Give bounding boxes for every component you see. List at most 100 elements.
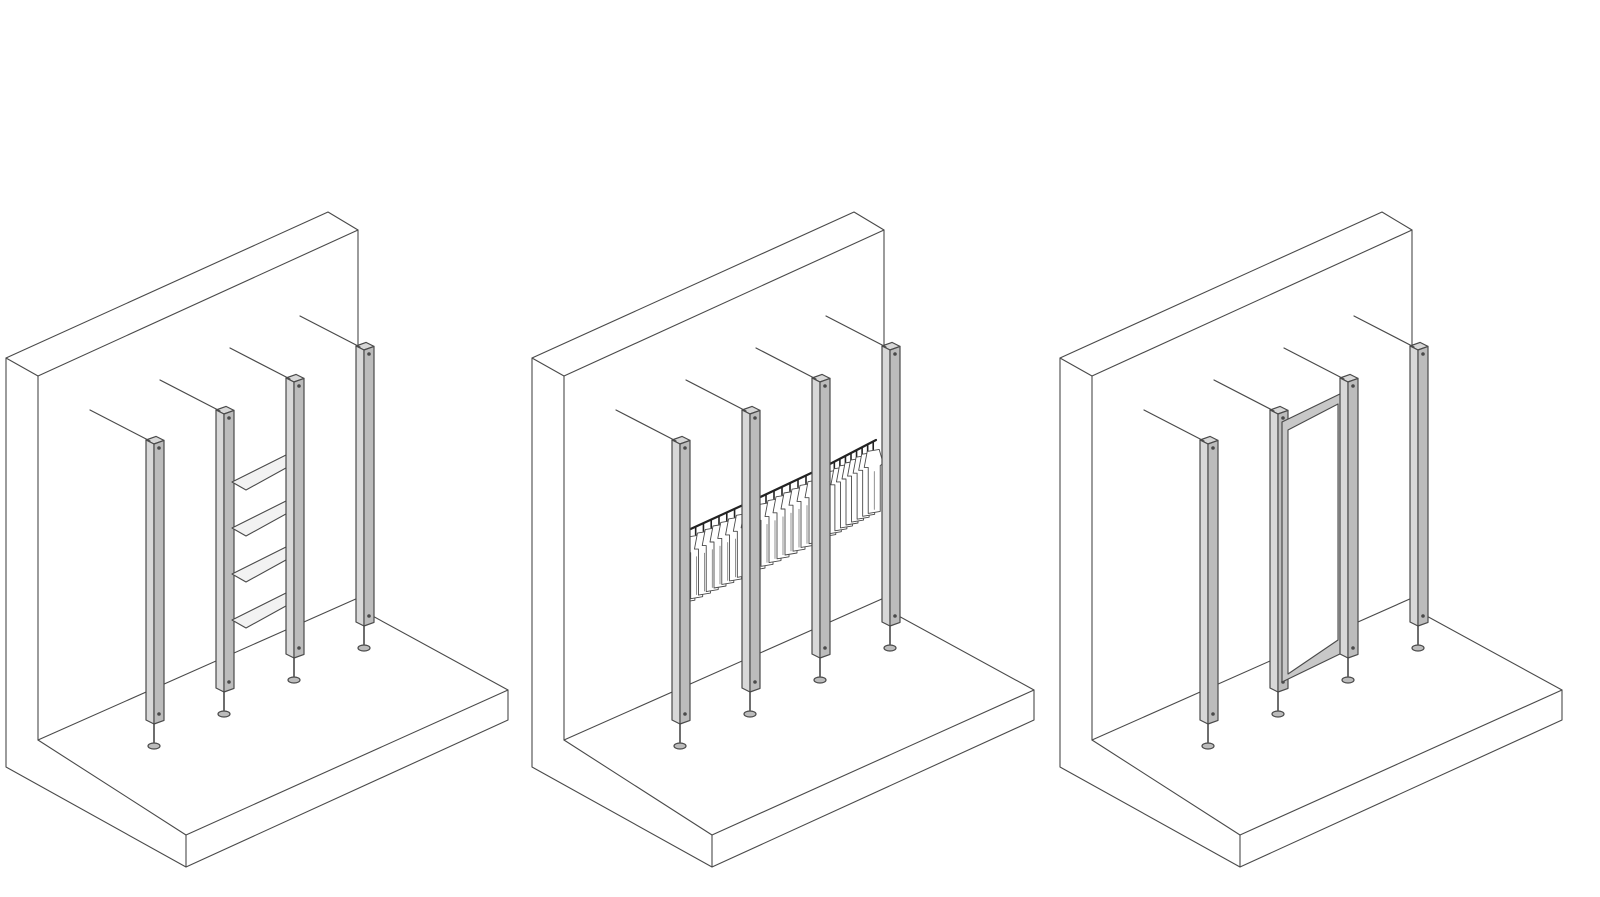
pole-front xyxy=(355,345,365,627)
pole-screw xyxy=(753,416,757,420)
pole-wall-rod xyxy=(229,347,291,380)
pole-foot xyxy=(1411,644,1425,652)
pole-side xyxy=(1347,377,1359,659)
pole-foot xyxy=(883,644,897,652)
pole-wall-rod xyxy=(755,347,817,380)
wall-edge xyxy=(1091,229,1413,377)
wall-edge xyxy=(531,357,565,377)
pole xyxy=(755,347,831,684)
pole-front xyxy=(811,377,821,659)
pole-front xyxy=(145,439,155,725)
pole-screw xyxy=(823,646,827,650)
garment xyxy=(863,440,884,514)
pole-front xyxy=(671,439,681,725)
pole-front xyxy=(215,409,225,693)
pole-screw xyxy=(753,680,757,684)
pole-screw xyxy=(367,352,371,356)
pole-wall-rod xyxy=(615,409,677,442)
pole-side xyxy=(749,409,761,693)
pole-front xyxy=(1269,409,1279,693)
pole-front xyxy=(1409,345,1419,627)
pole-front xyxy=(1339,377,1349,659)
pole-screw xyxy=(683,446,687,450)
pole xyxy=(685,379,761,718)
pole-screw xyxy=(1211,446,1215,450)
pole-screw xyxy=(157,446,161,450)
pole-screw xyxy=(297,646,301,650)
pole-screw xyxy=(227,416,231,420)
floor-edge xyxy=(37,597,359,741)
pole xyxy=(229,347,305,684)
pole xyxy=(1283,347,1359,684)
floor-edge xyxy=(1239,689,1563,836)
pole-front xyxy=(881,345,891,627)
pole-screw xyxy=(297,384,301,388)
pole-foot xyxy=(673,742,687,750)
pole-foot xyxy=(287,676,301,684)
pole-side xyxy=(889,345,901,627)
pole-screw xyxy=(1421,614,1425,618)
pole xyxy=(825,315,901,652)
pole-foot xyxy=(217,710,231,718)
pole xyxy=(159,379,235,718)
pole-screw xyxy=(823,384,827,388)
pole-wall-rod xyxy=(825,315,887,348)
pole-wall-rod xyxy=(1353,315,1415,348)
panel-shelves xyxy=(5,211,509,868)
pole-side xyxy=(1207,439,1219,725)
wall-edge xyxy=(1059,357,1093,377)
mirror xyxy=(1281,391,1345,683)
pole xyxy=(615,409,691,750)
pole-foot xyxy=(743,710,757,718)
floor-edge xyxy=(185,689,509,836)
pole-front xyxy=(1199,439,1209,725)
pole-side xyxy=(153,439,165,725)
pole xyxy=(89,409,165,750)
mirror-glass xyxy=(1287,403,1339,675)
wall-edge xyxy=(37,229,359,377)
pole-screw xyxy=(1351,646,1355,650)
pole-foot xyxy=(1341,676,1355,684)
pole-wall-rod xyxy=(159,379,221,412)
floor-edge xyxy=(563,597,885,741)
pole-screw xyxy=(1211,712,1215,716)
pole-foot xyxy=(813,676,827,684)
pole-wall-rod xyxy=(89,409,151,442)
pole-screw xyxy=(367,614,371,618)
pole-front xyxy=(741,409,751,693)
pole-foot xyxy=(147,742,161,750)
panel-clothes-rack xyxy=(531,211,1035,868)
floor-edge xyxy=(1091,597,1413,741)
pole-side xyxy=(1417,345,1429,627)
pole-wall-rod xyxy=(299,315,361,348)
floor-edge xyxy=(1091,739,1241,836)
pole xyxy=(1143,409,1219,750)
pole-screw xyxy=(683,712,687,716)
floor-edge xyxy=(563,739,713,836)
wall-edge xyxy=(5,357,39,377)
shirt xyxy=(863,448,884,514)
pole-side xyxy=(223,409,235,693)
panel-mirror xyxy=(1059,211,1563,868)
pole-wall-rod xyxy=(1143,409,1205,442)
pole-foot xyxy=(1271,710,1285,718)
wall-edge xyxy=(563,229,885,377)
pole xyxy=(1353,315,1429,652)
room xyxy=(5,211,509,868)
pole-foot xyxy=(1201,742,1215,750)
pole-wall-rod xyxy=(685,379,747,412)
room-outline xyxy=(5,211,509,868)
pole xyxy=(299,315,375,652)
pole-wall-rod xyxy=(1283,347,1345,380)
pole-front xyxy=(285,377,295,659)
pole-side xyxy=(293,377,305,659)
pole-screw xyxy=(893,614,897,618)
floor-edge xyxy=(37,739,187,836)
pole-foot xyxy=(357,644,371,652)
pole-side xyxy=(679,439,691,725)
floor-edge xyxy=(711,689,1035,836)
pole-screw xyxy=(1351,384,1355,388)
pole-wall-rod xyxy=(1213,379,1275,412)
